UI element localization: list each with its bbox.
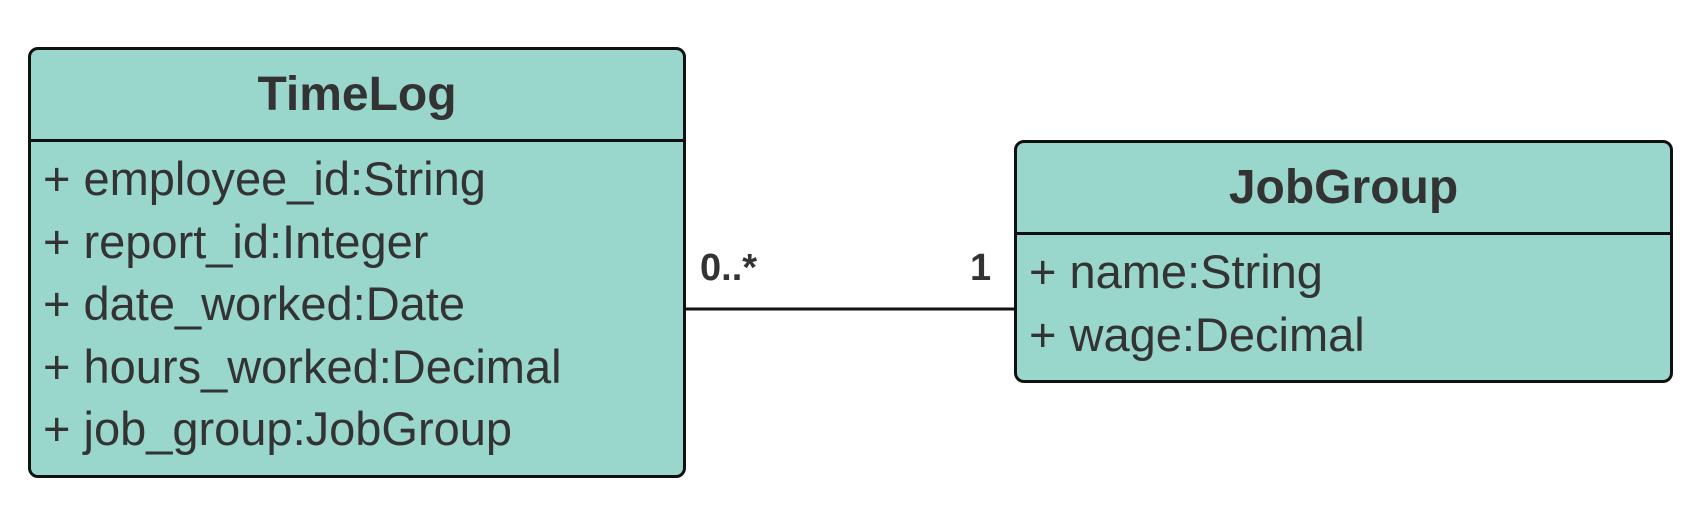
attribute-employee-id: + employee_id:String — [43, 152, 486, 205]
attribute-name: + name:String — [1029, 245, 1323, 298]
attribute-list-timelog: + employee_id:String + report_id:Integer… — [31, 142, 683, 461]
attribute-list-jobgroup: + name:String + wage:Decimal — [1017, 235, 1670, 366]
attribute-wage: + wage:Decimal — [1029, 307, 1365, 361]
multiplicity-timelog: 0..* — [700, 247, 758, 289]
attribute-job-group: + job_group:JobGroup — [43, 402, 513, 455]
class-box-timelog[interactable]: TimeLog + employee_id:String + report_id… — [28, 47, 686, 478]
class-box-jobgroup[interactable]: JobGroup + name:String + wage:Decimal — [1014, 140, 1673, 383]
attribute-date-worked: + date_worked:Date — [43, 277, 465, 330]
attribute-hours-worked: + hours_worked:Decimal — [43, 339, 562, 393]
class-name-jobgroup: JobGroup — [1017, 143, 1670, 235]
attribute-report-id: + report_id:Integer — [43, 214, 429, 268]
multiplicity-jobgroup: 1 — [970, 247, 992, 289]
class-name-timelog: TimeLog — [31, 50, 683, 142]
